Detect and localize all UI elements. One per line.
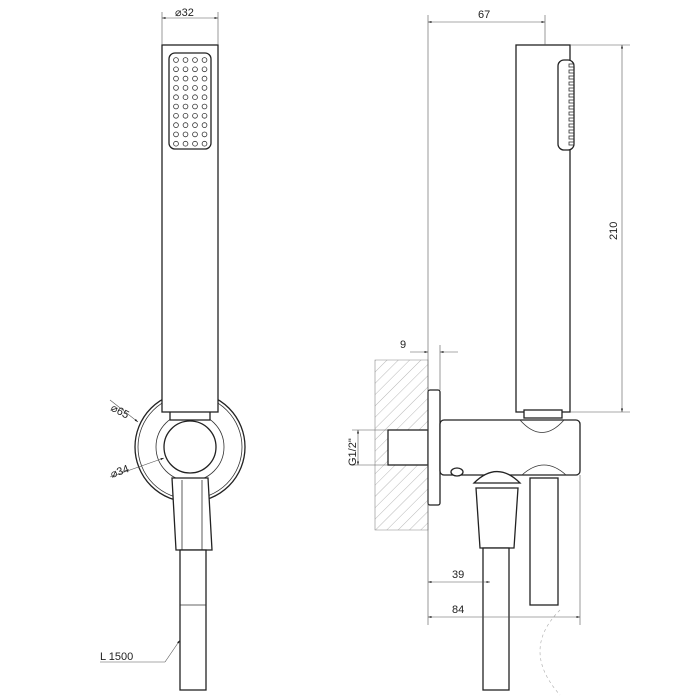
nozzle xyxy=(201,122,208,128)
nozzle xyxy=(201,66,208,73)
nozzle xyxy=(182,103,189,110)
nozzle-side xyxy=(568,69,575,74)
nozzle-side xyxy=(568,111,575,116)
nozzle xyxy=(182,140,189,147)
nozzle xyxy=(173,131,179,138)
holder-tube xyxy=(529,477,559,606)
nozzle xyxy=(192,131,198,138)
nozzle xyxy=(192,85,198,91)
nozzle-side xyxy=(568,87,575,92)
nozzle-side xyxy=(568,135,575,140)
nozzle-side xyxy=(568,75,575,80)
nozzle xyxy=(182,57,189,63)
nozzle xyxy=(201,94,208,100)
threaded-connection xyxy=(387,429,429,466)
nozzle xyxy=(192,103,198,110)
nozzle xyxy=(173,113,179,119)
nozzle-side xyxy=(568,129,575,134)
nozzle xyxy=(182,131,189,138)
dim-hose-offset: 39 xyxy=(452,569,464,581)
nozzle xyxy=(173,103,179,110)
dim-depth-total: 67 xyxy=(478,9,490,21)
nozzle xyxy=(182,75,189,82)
nozzle-side xyxy=(568,99,575,104)
spray-face-side xyxy=(557,59,575,151)
holder-body xyxy=(439,419,581,476)
nozzle xyxy=(173,94,179,100)
joint-circle xyxy=(163,420,217,474)
nozzle xyxy=(182,113,189,119)
hose-nut-side xyxy=(475,487,519,549)
nozzle-side xyxy=(568,105,575,110)
nozzle xyxy=(192,140,198,147)
nozzle xyxy=(192,113,198,119)
nozzle xyxy=(182,66,189,73)
nozzle xyxy=(173,57,179,63)
nozzle xyxy=(201,113,208,119)
dim-joint-diameter: ⌀34 xyxy=(109,463,131,481)
nozzle xyxy=(192,75,198,82)
nozzle xyxy=(201,85,208,91)
nozzle xyxy=(173,75,179,82)
nozzle xyxy=(201,75,208,82)
dim-handle-diameter: ⌀32 xyxy=(175,7,194,19)
dim-hose-length: L 1500 xyxy=(100,651,133,663)
nozzle xyxy=(173,85,179,91)
nozzle-side xyxy=(568,81,575,86)
nozzle-side xyxy=(568,141,575,146)
nozzle-side xyxy=(568,123,575,128)
nozzle xyxy=(192,94,198,100)
wall-plate xyxy=(427,389,441,506)
spray-face xyxy=(168,52,212,150)
hose-side xyxy=(482,547,510,691)
nozzle xyxy=(182,85,189,91)
nozzle xyxy=(201,57,208,63)
nozzle xyxy=(201,140,208,147)
nozzle-side xyxy=(568,63,575,68)
nozzle xyxy=(182,94,189,100)
nozzle xyxy=(182,122,189,128)
dim-plate-offset: 9 xyxy=(400,339,406,351)
nozzle-side xyxy=(568,93,575,98)
front-view: ⌀32 ⌀65 ⌀34 L 1500 xyxy=(100,7,246,691)
nozzle xyxy=(192,66,198,73)
spray-nozzles xyxy=(173,57,208,147)
hose xyxy=(179,549,207,691)
nozzle xyxy=(173,122,179,128)
side-view: 67 210 9 G1/2" 39 84 xyxy=(347,9,630,696)
nozzle xyxy=(173,140,179,147)
dim-plate-diameter: ⌀65 xyxy=(109,402,131,421)
dim-holder-offset: 84 xyxy=(452,604,464,616)
nozzle xyxy=(201,131,208,138)
nozzle-side xyxy=(568,117,575,122)
nozzle xyxy=(192,57,198,63)
hose-nut xyxy=(171,477,213,551)
dim-thread: G1/2" xyxy=(347,438,359,466)
nozzle xyxy=(201,103,208,110)
nozzle xyxy=(173,66,179,73)
dim-handle-length: 210 xyxy=(608,222,620,240)
nozzle xyxy=(192,122,198,128)
